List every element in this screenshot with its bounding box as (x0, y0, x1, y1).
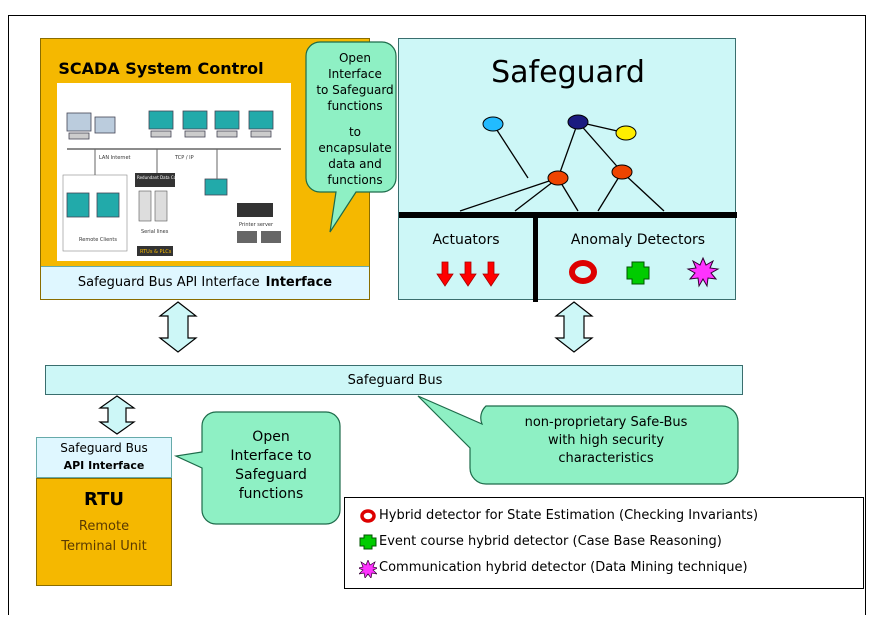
callout-top-line3: functions (327, 99, 383, 113)
tree-node-red-right (611, 164, 633, 180)
safeguard-vertical-divider (533, 212, 538, 302)
callout-bus-line2: with high security (547, 433, 665, 448)
safeguard-divider-bar (399, 212, 737, 218)
legend-item: Event course hybrid detector (Case Base … (359, 534, 722, 550)
tree-node-yellow (615, 125, 637, 141)
safeguard-panel: Safeguard Actuators Anomaly Detectors (398, 38, 737, 302)
redundant-label: Redundant Data Concentrator (137, 175, 198, 180)
frame-right-line (865, 15, 866, 615)
serial-label: Serial lines (141, 229, 169, 235)
callout-bus-line1: non-proprietary Safe-Bus (524, 415, 688, 430)
callout-bus-shape (417, 395, 739, 485)
callout-top-line1: Open Interface (328, 51, 382, 81)
callout-bus-text: non-proprietary Safe-Bus with high secur… (478, 414, 734, 468)
callout-top-shape (305, 41, 397, 233)
rtu-api-interface: Safeguard Bus API Interface (36, 437, 172, 478)
legend-label: Event course hybrid detector (Case Base … (379, 534, 722, 549)
legend-item: Hybrid detector for State Estimation (Ch… (359, 508, 758, 523)
scada-title: SCADA System Control (58, 59, 264, 78)
tree-node-red-left (547, 170, 569, 186)
legend-label: Hybrid detector for State Estimation (Ch… (379, 508, 759, 523)
rtu-title: RTU (84, 489, 124, 510)
anomaly-detectors-label: Anomaly Detectors (570, 232, 706, 248)
red-ring-icon (360, 509, 376, 523)
callout-top-line6: functions (327, 173, 383, 187)
rtus-label: RTUs & PLCs (140, 249, 172, 255)
callout-bus-line3: characteristics (558, 451, 654, 466)
remote-label: Remote Clients (79, 237, 117, 243)
double-arrow-rtu-bus (98, 395, 136, 435)
actuator-arrow-icon (459, 261, 477, 287)
safeguard-title: Safeguard (491, 55, 645, 90)
rtu-api-line2: API Interface (63, 459, 145, 472)
callout-rtu-shape (173, 411, 341, 525)
callout-rtu-line2: Interface to (230, 448, 312, 464)
frame-top-line (8, 15, 865, 16)
callout-rtu-line3: Safeguard (235, 467, 307, 483)
actuator-arrow-icon (482, 261, 500, 287)
lan-label: LAN Internet (99, 155, 131, 161)
double-arrow-safeguard-bus (554, 301, 594, 353)
safeguard-bus: Safeguard Bus (45, 365, 743, 395)
legend-item: Communication hybrid detector (Data Mini… (359, 560, 748, 578)
magenta-star-icon (359, 560, 377, 578)
actuator-arrow-icon (436, 261, 454, 287)
workstation-icon (66, 110, 274, 140)
rtu-panel: RTU Remote Terminal Unit (36, 478, 172, 586)
printer-label: Printer server (239, 222, 274, 228)
green-cross-icon (359, 534, 377, 550)
green-cross-icon (626, 261, 650, 285)
callout-rtu-line1: Open (252, 429, 290, 445)
rtu-subtitle-line2: Terminal Unit (61, 539, 147, 554)
double-arrow-scada-bus (158, 301, 198, 353)
callout-rtu-line4: functions (238, 486, 304, 502)
legend: Hybrid detector for State Estimation (Ch… (344, 497, 864, 589)
callout-top-line5: data and (328, 157, 382, 171)
callout-top-text: Open Interface to Safeguard functions to… (312, 50, 398, 188)
tree-node-navy (567, 114, 589, 130)
frame-left-line (8, 15, 9, 615)
legend-label: Communication hybrid detector (Data Mini… (379, 560, 748, 575)
tree-node-blue (482, 116, 504, 132)
callout-top-line4: to encapsulate (318, 125, 392, 155)
safeguard-tree (459, 121, 665, 212)
rtu-api-line1: Safeguard Bus (60, 441, 148, 455)
tcp-label: TCP / IP (174, 155, 194, 161)
callout-rtu-text: Open Interface to Safeguard functions (204, 428, 338, 504)
callout-top-line2: to Safeguard (316, 83, 394, 97)
rtu-subtitle-line1: Remote (78, 519, 130, 534)
safeguard-bus-label: Safeguard Bus (347, 373, 443, 388)
scada-network-image: LAN Internet TCP / IP Remote Clients Red… (57, 83, 291, 261)
magenta-star-icon (686, 256, 720, 288)
actuators-label: Actuators (432, 232, 500, 248)
red-ring-icon (569, 260, 597, 284)
